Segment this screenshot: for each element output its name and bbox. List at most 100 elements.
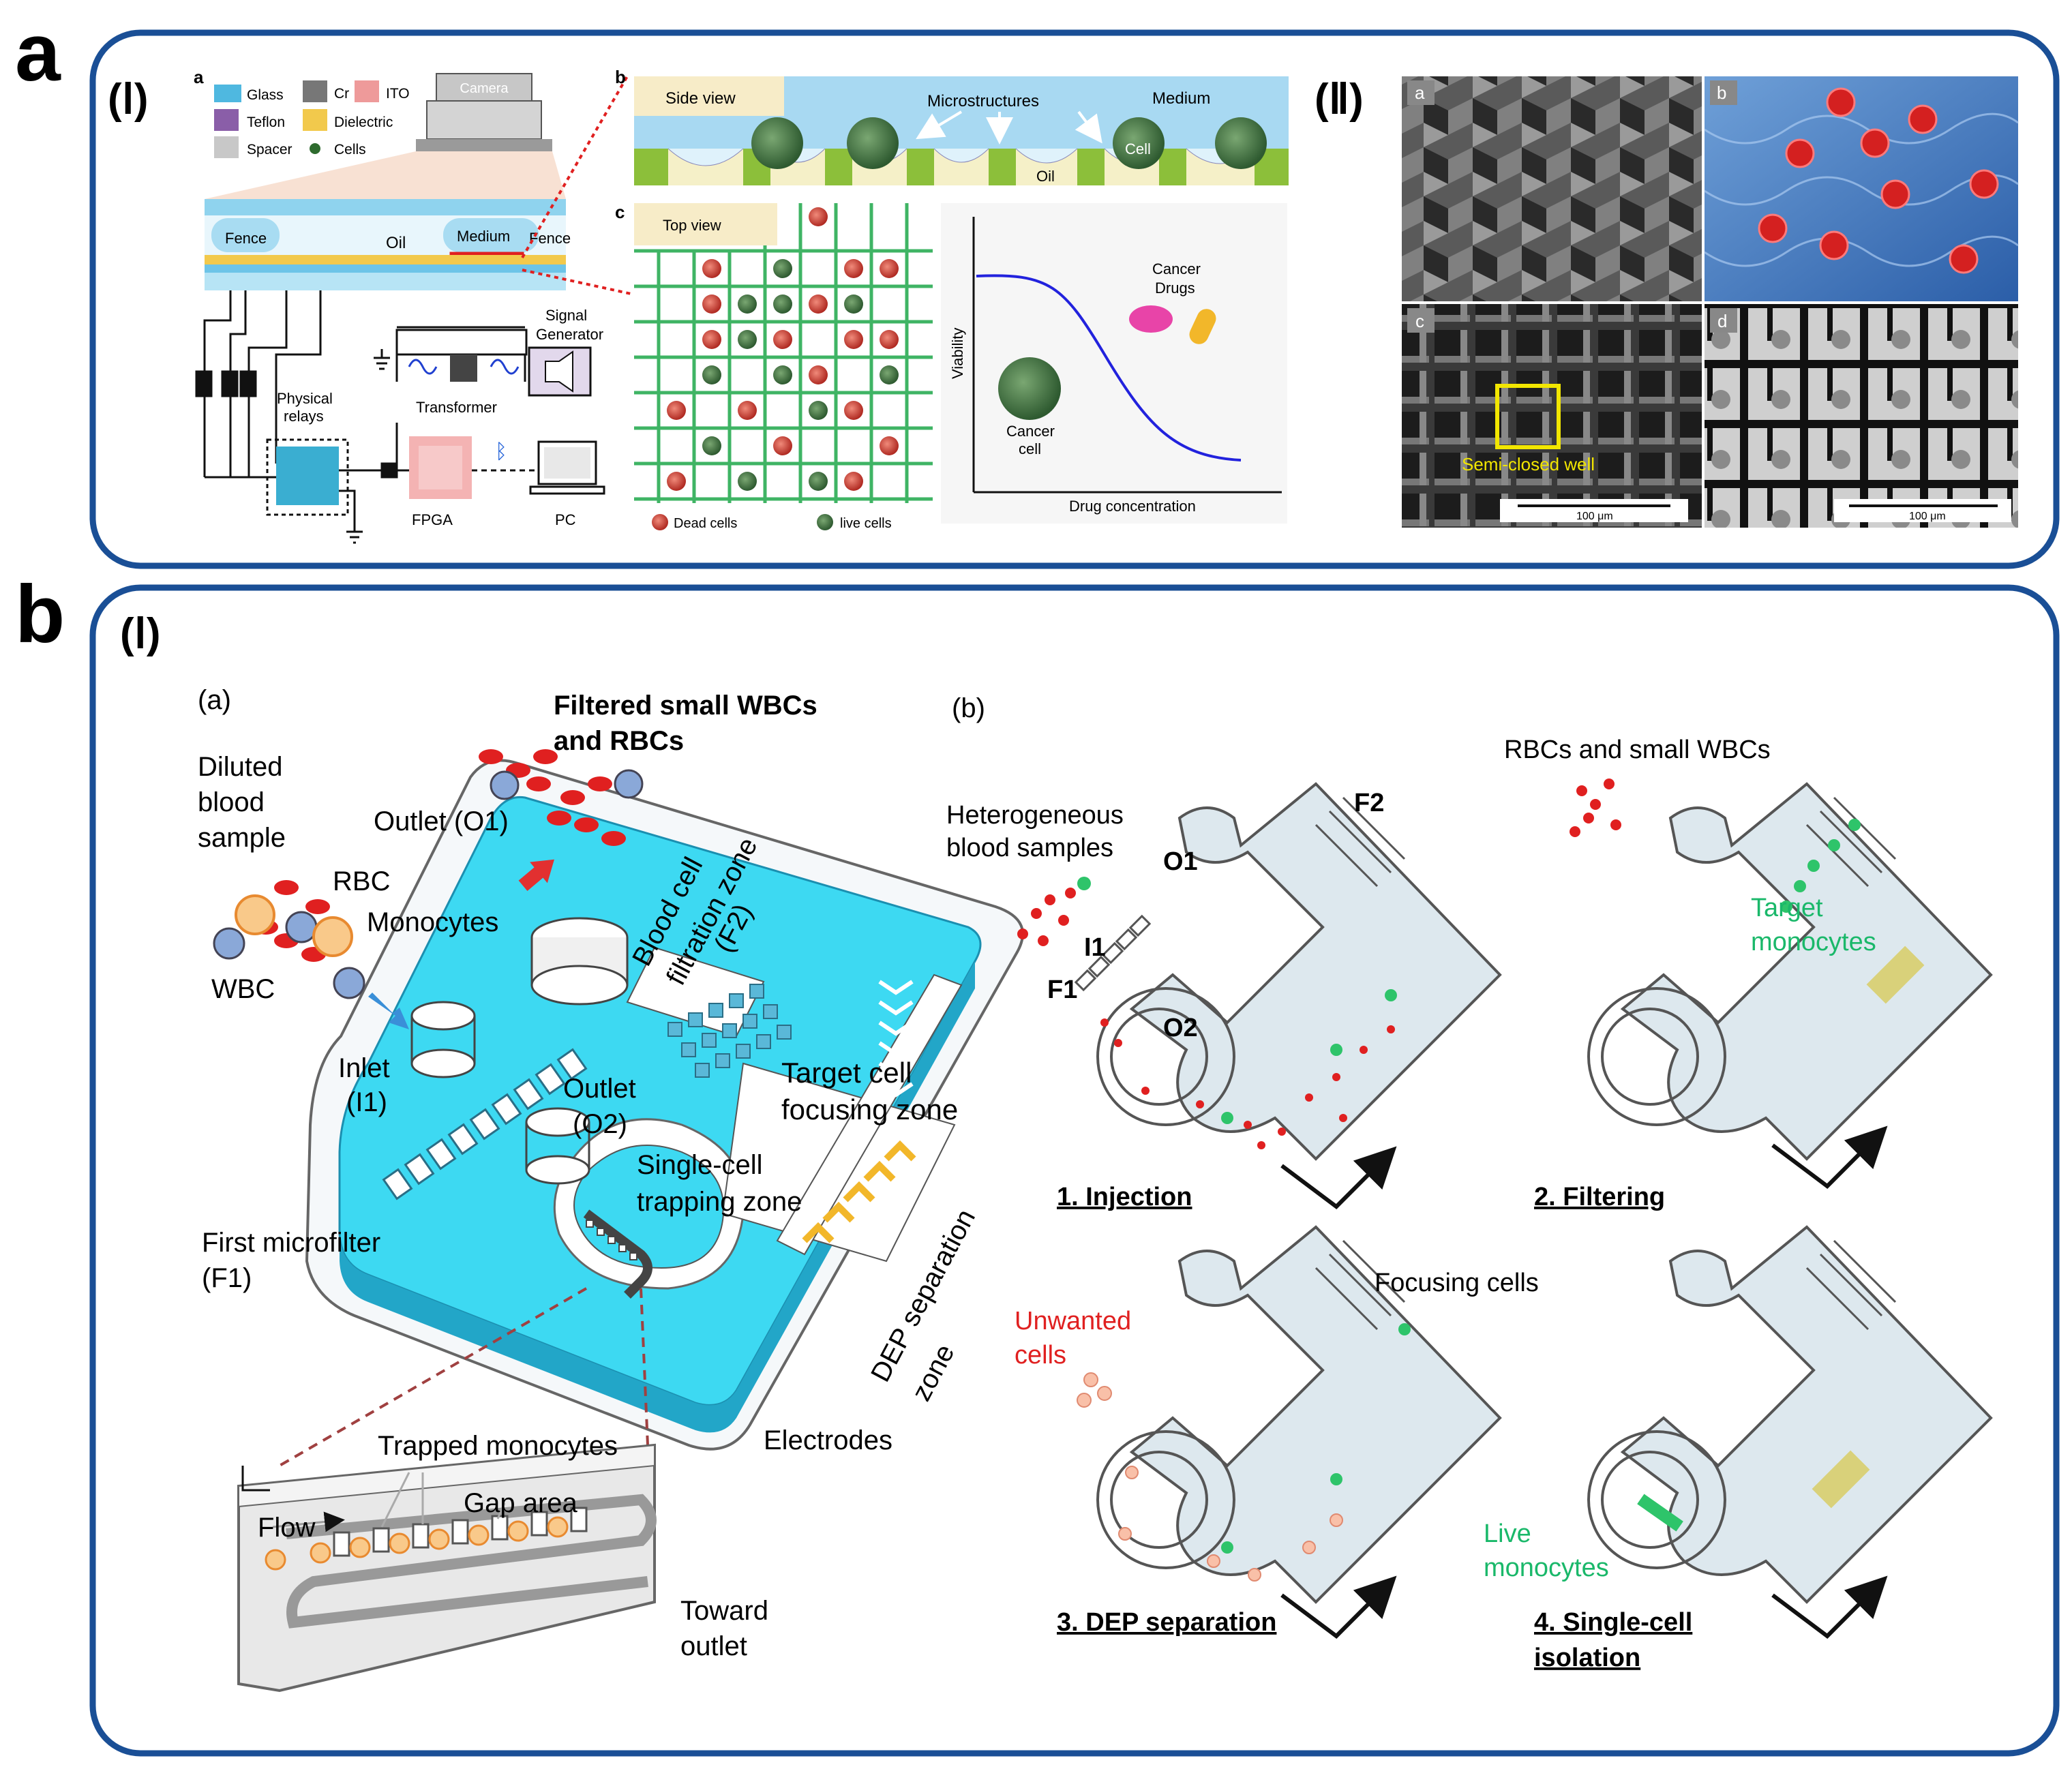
transformer: Transformer [395,329,528,416]
diluted-label-1: Diluted [198,752,283,782]
chip-cells [213,749,644,1029]
top-view-title: Top view [663,217,721,234]
step3-title: 3. DEP separation [1057,1608,1276,1637]
legend-dielectric: Dielectric [334,115,393,130]
chip-step-4 [1587,1225,1993,1604]
diluted-label-3: sample [198,823,286,853]
circuit [195,290,526,544]
single-zone-label-1: Single-cell [637,1150,763,1180]
step4-title-1: 4. Single-cell [1534,1608,1692,1637]
tile-b-letter: b [1717,82,1726,103]
focusing-label: Focusing cells [1375,1269,1539,1297]
step1-f2: F2 [1354,789,1384,817]
rbc-label: RBC [333,866,390,896]
tile-a-letter: a [1415,82,1425,103]
diluted-label-2: blood [198,787,265,817]
legend: Glass Cr ITO Teflon Dielectric Spacer Ce… [214,80,410,158]
tile-c-letter: c [1415,311,1424,331]
panel-a-part1-roman: (Ⅰ) [108,76,149,123]
side-oil-label: Oil [1036,168,1055,185]
sem-tile-a [1402,76,1702,301]
monocytes-label: Monocytes [367,907,498,937]
camera-label: Camera [460,81,509,96]
cancer-cell-label-2: cell [1019,440,1041,457]
step1-f1: F1 [1047,976,1077,1004]
trapped-label: Trapped monocytes [378,1431,618,1461]
fence-right-label: Fence [529,230,571,247]
outlet-o2-label-2: (O2) [573,1109,627,1139]
panel-a-label: a [15,7,61,98]
step1-labels: Heterogeneous blood samples O1 F2 I1 F1 … [946,789,1397,1211]
cancer-drugs-label-1: Cancer [1152,260,1201,277]
legend-cr: Cr [334,86,349,102]
inlet-label-1: Inlet [338,1053,390,1083]
target-label-1: Target [1751,894,1823,922]
step4-labels: Live monocytes 4. Single-cell isolation [1484,1520,1888,1672]
panel-b-frame [89,584,2060,1757]
panel-b-label: b [15,569,65,660]
unwanted-label-1: Unwanted [1015,1307,1131,1335]
trap-detail: Trapped monocytes Gap area Flow Toward o… [237,1287,768,1693]
side-view-title: Side view [665,89,736,108]
sub-b-letter: b [615,67,626,87]
microstructures-label: Microstructures [927,92,1039,110]
cancer-cell-label-1: Cancer [1006,423,1055,440]
tile-d-letter: d [1717,311,1727,331]
step1-o1: O1 [1163,847,1198,876]
bluetooth-icon: ᛒ [495,440,507,463]
signal-generator: Signal Generator [528,307,603,397]
toward-label-2: outlet [680,1631,747,1661]
wbc-label: WBC [211,974,275,1004]
semi-closed-well-label: Semi-closed well [1462,454,1595,474]
panel-a-part2-roman: (Ⅱ) [1315,76,1364,123]
hetero-label-1: Heterogeneous [946,801,1124,830]
first-filter-label-1: First microfilter [202,1228,380,1258]
chip-step-2 [1587,782,1993,1161]
fpga: FPGA ᛒ [409,436,536,528]
sem-tile-c [1402,304,1702,528]
legend-glass: Glass [247,87,284,103]
target-zone-label-2: focusing zone [781,1093,958,1125]
drug-xlabel: Drug concentration [1069,498,1196,515]
scale-bar-d: 100 μm [1909,511,1946,522]
rbcs-small-label: RBCs and small WBCs [1504,736,1771,764]
live-cells-label: live cells [840,516,892,531]
side-medium-label: Medium [1152,89,1210,108]
chip-step-3 [1096,1225,1502,1604]
step2-labels: RBCs and small WBCs Target monocytes 2. … [1504,736,1888,1211]
target-zone-label-1: Target cell [781,1057,912,1089]
device-stack: Fence Oil Medium Fence [205,75,635,296]
live-label-2: monocytes [1484,1554,1609,1582]
chip-3d [305,759,1024,1451]
electrodes-label: Electrodes [764,1425,892,1455]
unwanted-label-2: cells [1015,1341,1066,1370]
step1-i1: I1 [1084,933,1106,962]
step3-labels: Unwanted cells Focusing cells 3. DEP sep… [1015,1269,1539,1639]
panel-a-frame [89,29,2060,569]
legend-spacer: Spacer [247,142,292,157]
cancer-drugs-label-2: Drugs [1155,279,1195,297]
toward-label-1: Toward [680,1596,768,1626]
dead-cells-label: Dead cells [674,516,737,531]
step4-title-2: isolation [1534,1644,1640,1672]
top-view-grid: Top view Dead cells live cells [634,203,933,531]
sub-c-letter: c [615,202,625,222]
fence-left-label: Fence [225,230,267,247]
chip-letter: (a) [198,685,231,715]
legend-teflon: Teflon [247,115,285,130]
step2-title: 2. Filtering [1534,1183,1665,1211]
pc-label: PC [555,511,576,528]
flow-label: Flow [258,1513,316,1543]
filtered-label-2: and RBCs [554,726,684,756]
physical-relays-label-2: relays [284,408,324,425]
chip-step-1 [1074,782,1502,1161]
inlet-label-2: (I1) [346,1087,387,1117]
steps-letter: (b) [952,693,985,723]
filtered-label-1: Filtered small WBCs [554,691,817,721]
outlet-o1-label: Outlet (O1) [374,806,509,836]
signal-generator-label-2: Generator [536,326,603,343]
single-zone-label-2: trapping zone [637,1187,802,1217]
gap-area-label: Gap area [464,1488,578,1518]
legend-ito: ITO [386,86,410,102]
